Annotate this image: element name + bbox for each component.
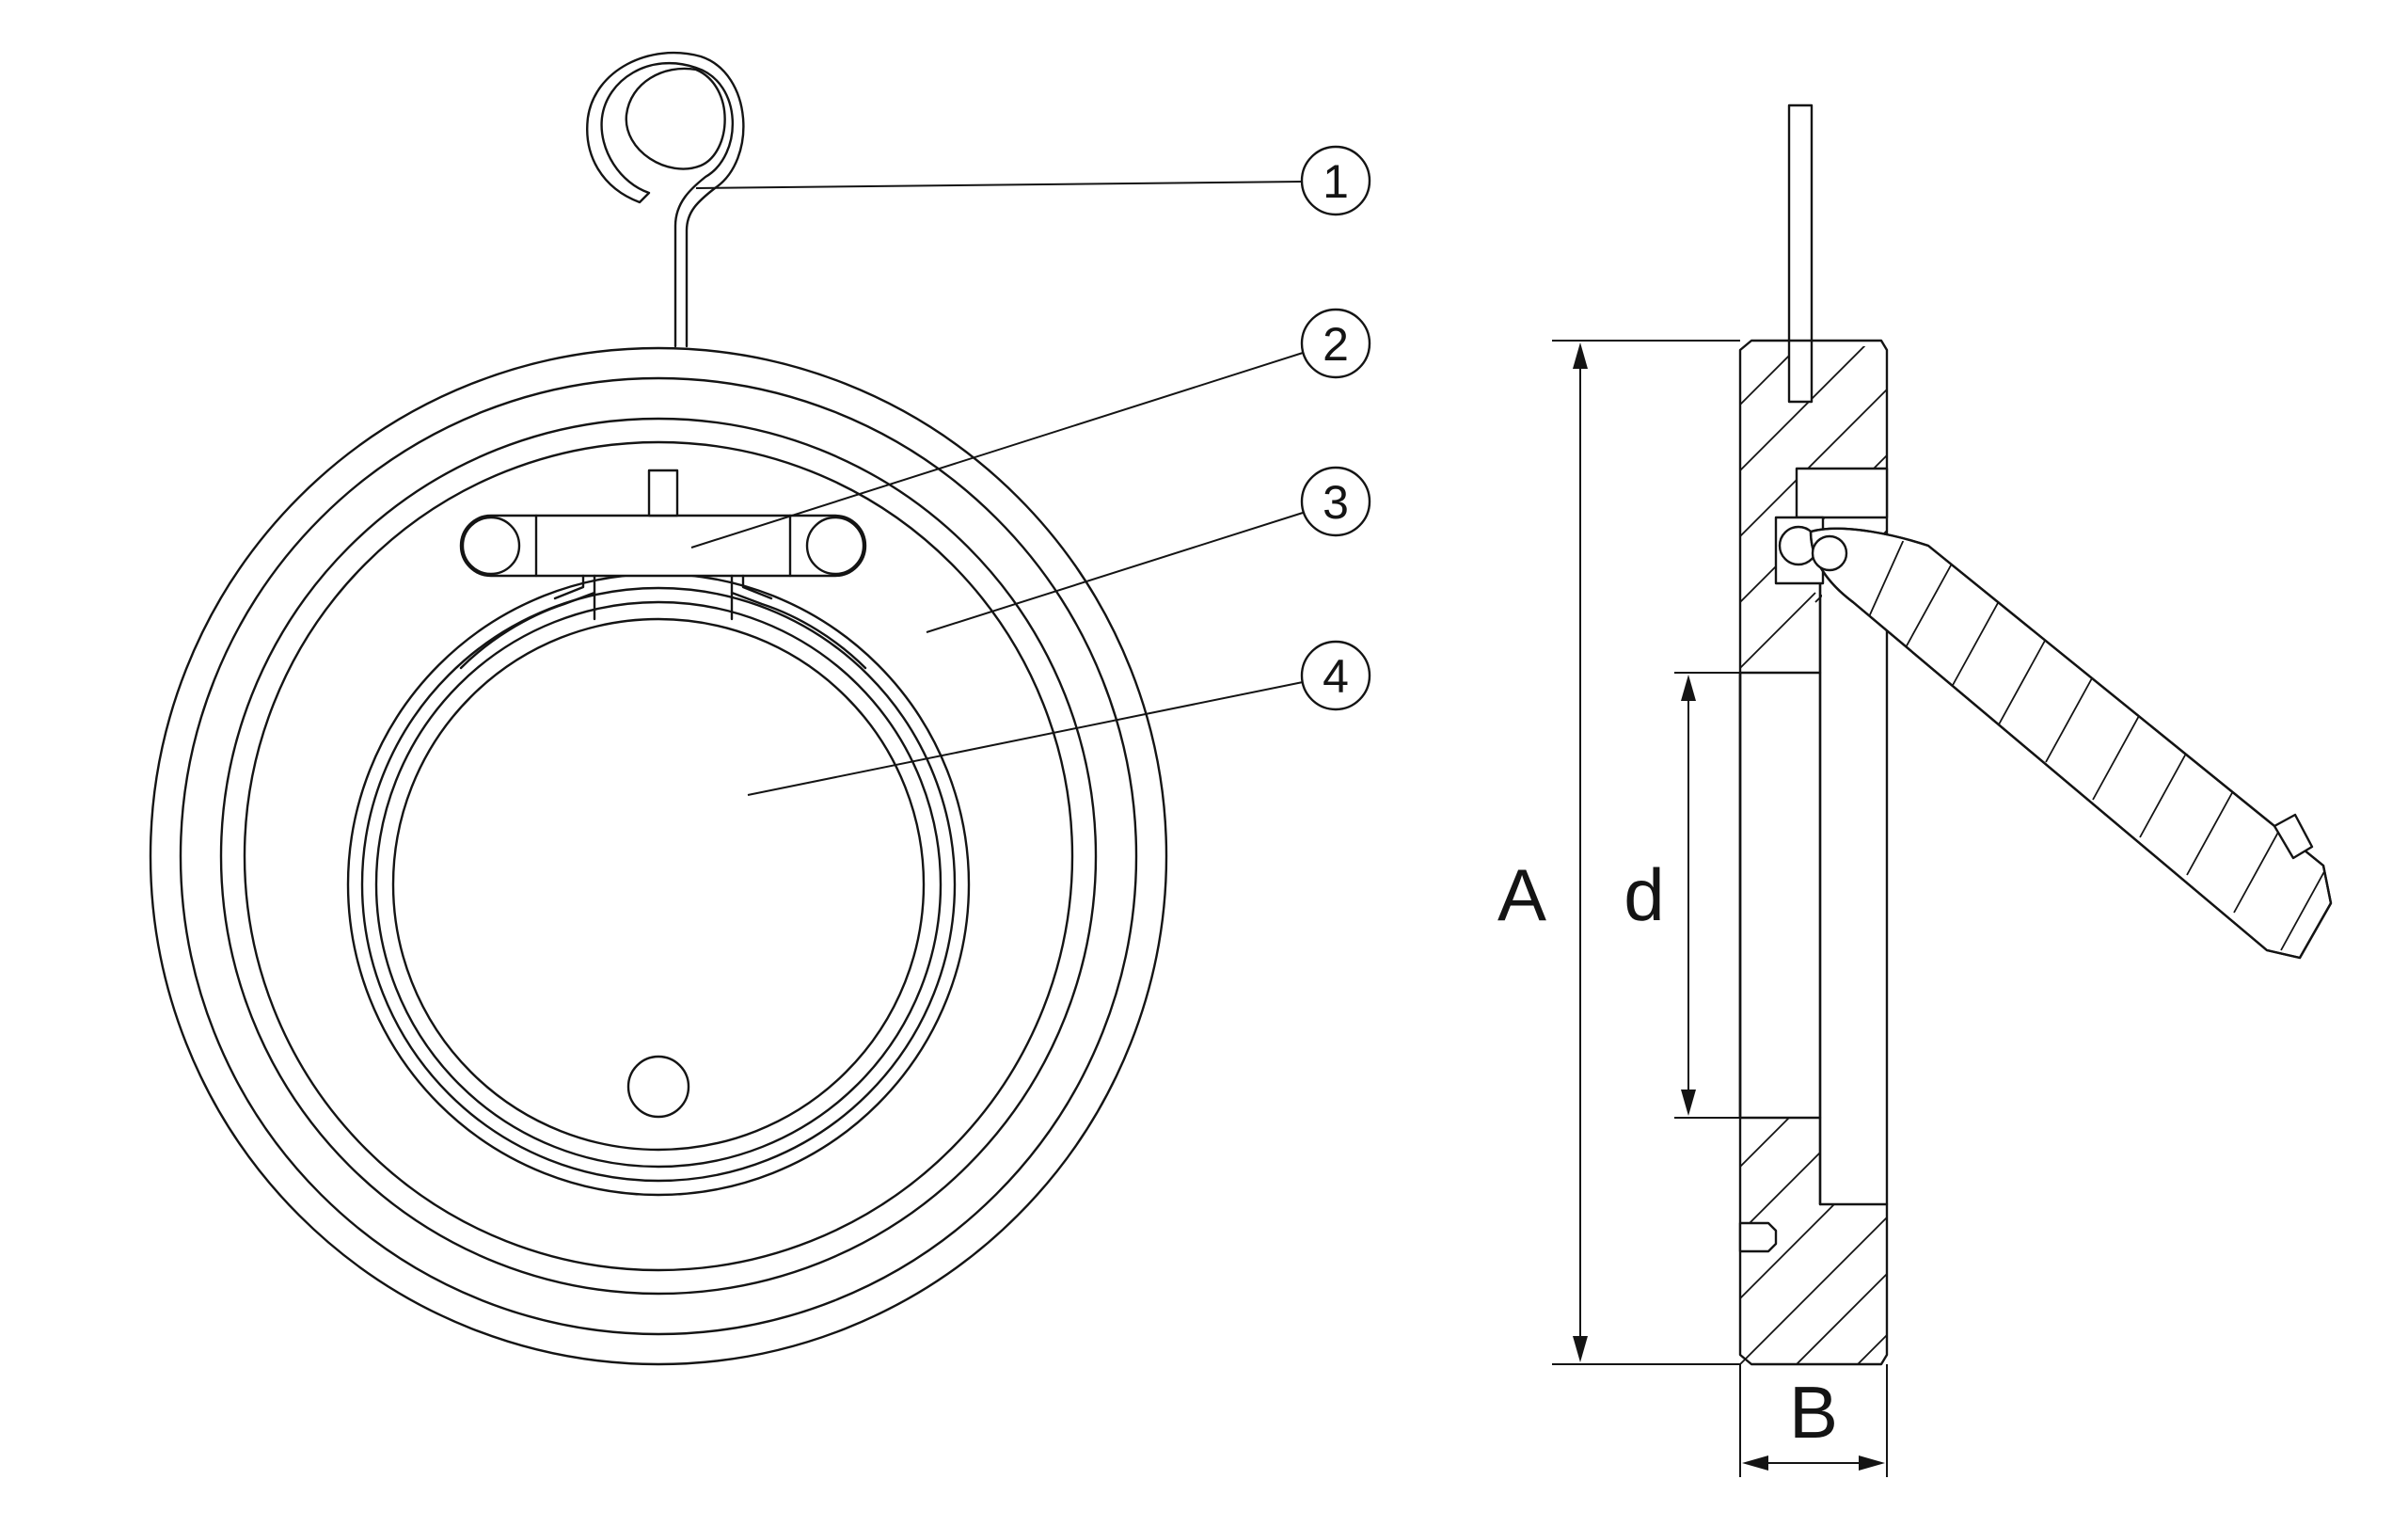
callout-2: 2 <box>690 308 1371 549</box>
dimension-A: A <box>1497 340 1740 1365</box>
seat-ring-mid <box>360 586 957 1183</box>
callout-2-label: 2 <box>1323 318 1349 371</box>
eye-bolt-hook <box>586 52 745 348</box>
outer-ring-inner-edge <box>179 376 1138 1336</box>
dimension-A-label: A <box>1497 853 1546 936</box>
callout-4-label: 4 <box>1323 650 1349 703</box>
dimension-B: B <box>1739 1364 1888 1477</box>
front-view <box>149 52 1168 1366</box>
outer-ring <box>149 346 1168 1366</box>
side-view: A d B <box>1497 103 2333 1477</box>
callout-1: 1 <box>695 145 1371 216</box>
side-eye-bolt <box>1787 103 1814 404</box>
seat-ring-inner <box>374 600 943 1169</box>
hinge-bar <box>459 469 867 670</box>
callout-3-label: 3 <box>1323 476 1349 529</box>
dimension-B-label: B <box>1789 1371 1838 1454</box>
body-face-inner <box>243 440 1074 1272</box>
callout-3: 3 <box>926 466 1371 633</box>
dimension-d: d <box>1624 672 1740 1119</box>
callouts: 1 2 3 4 <box>690 145 1371 796</box>
disc-stop <box>626 1055 690 1119</box>
body-face-outer <box>219 417 1098 1296</box>
side-disc <box>1809 527 2333 960</box>
seat-ring-outer <box>346 572 971 1197</box>
disc-face <box>391 617 926 1152</box>
dimension-d-label: d <box>1624 853 1664 936</box>
callout-1-label: 1 <box>1323 155 1349 208</box>
callout-4: 4 <box>747 640 1371 796</box>
